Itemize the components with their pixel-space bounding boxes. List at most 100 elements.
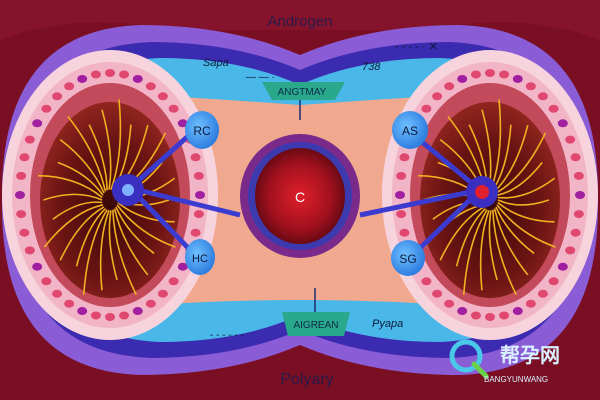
tissue-cell xyxy=(168,104,179,113)
tissue-cell xyxy=(432,289,443,298)
tissue-cell xyxy=(512,74,523,83)
tissue-cell xyxy=(444,82,455,91)
tissue-cell xyxy=(64,82,75,91)
vein xyxy=(439,206,485,261)
vein xyxy=(492,209,517,296)
tissue-cell xyxy=(19,153,30,162)
vein xyxy=(479,210,490,291)
tissue-cell xyxy=(145,82,156,91)
svg-text:HC: HC xyxy=(192,253,208,265)
svg-text:— — ·: — — · xyxy=(246,72,275,83)
tissue-cell xyxy=(525,82,536,91)
tissue-cell xyxy=(396,210,407,219)
tissue-cell xyxy=(119,311,130,320)
node-as: AS xyxy=(392,111,428,149)
tissue-cell xyxy=(548,104,559,113)
top-right-script: 738 xyxy=(362,61,381,73)
core-label: C xyxy=(295,189,305,205)
tissue-cell xyxy=(190,228,201,237)
tissue-cell xyxy=(77,74,88,83)
vein xyxy=(59,206,105,261)
node-rc: RC xyxy=(185,111,219,149)
svg-text:AS: AS xyxy=(402,124,418,138)
tissue-cell xyxy=(399,153,410,162)
center-core xyxy=(240,134,360,258)
vein xyxy=(57,161,104,196)
tissue-cell xyxy=(570,153,581,162)
tissue-cell xyxy=(24,135,35,144)
tissue-cell xyxy=(41,277,52,286)
tissue-cell xyxy=(444,299,455,308)
tissue-cell xyxy=(52,92,63,101)
tissue-cell xyxy=(52,289,63,298)
vein xyxy=(493,208,529,276)
tissue-cell xyxy=(193,210,204,219)
tissue-cell xyxy=(432,92,443,101)
tissue-cell xyxy=(485,313,495,321)
tissue-cell xyxy=(573,171,584,180)
tissue-cell xyxy=(77,307,88,316)
vein xyxy=(101,109,112,190)
tissue-cell xyxy=(399,228,410,237)
vein xyxy=(110,99,122,190)
vein xyxy=(462,209,488,295)
tissue-cell xyxy=(512,307,523,316)
tissue-cell xyxy=(193,171,204,180)
bottom-title: Polyary xyxy=(280,371,333,388)
vein xyxy=(99,210,110,291)
tissue-cell xyxy=(190,153,201,162)
tissue-cell xyxy=(19,228,30,237)
tissue-cell xyxy=(573,210,584,219)
tissue-cell xyxy=(16,171,27,180)
svg-text:- - - - - -: - - - - - - xyxy=(210,330,244,341)
vein xyxy=(113,208,149,276)
tissue-cell xyxy=(177,119,188,128)
vein xyxy=(116,204,176,248)
tissue-cell xyxy=(570,228,581,237)
tissue-cell xyxy=(565,246,576,255)
watermark: 帮孕网 BANGYUNWANG xyxy=(449,339,560,384)
watermark-text: 帮孕网 xyxy=(500,343,560,367)
top-title: Androgen xyxy=(267,13,332,30)
vein xyxy=(115,206,155,255)
watermark-subtext: BANGYUNWANG xyxy=(484,375,548,384)
tissue-cell xyxy=(470,311,481,320)
tissue-cell xyxy=(132,307,143,316)
tissue-cell xyxy=(157,92,168,101)
vein xyxy=(497,177,556,199)
left-organ xyxy=(2,50,218,340)
tissue-cell xyxy=(24,246,35,255)
tissue-cell xyxy=(195,191,205,199)
tissue-cell xyxy=(90,70,101,79)
svg-text:AIGREAN: AIGREAN xyxy=(293,320,338,331)
vein xyxy=(59,139,105,194)
tissue-cell xyxy=(396,171,407,180)
tissue-cell xyxy=(499,70,510,79)
tissue-cell xyxy=(32,119,43,128)
tissue-cell xyxy=(421,277,432,286)
top-shade xyxy=(0,0,600,40)
vein xyxy=(497,199,550,206)
node-hc: HC xyxy=(185,239,215,275)
vein xyxy=(38,174,103,199)
tissue-cell xyxy=(457,307,468,316)
tissue-cell xyxy=(41,104,52,113)
vein xyxy=(496,162,543,196)
tissue-cell xyxy=(32,262,43,271)
tissue-cell xyxy=(119,70,130,79)
tissue-cell xyxy=(457,74,468,83)
tissue-cell xyxy=(15,191,25,199)
node-sg: SG xyxy=(391,240,425,276)
vein xyxy=(496,204,556,248)
vein xyxy=(495,132,547,194)
tissue-cell xyxy=(485,69,495,77)
vein xyxy=(43,204,104,248)
top-left-script: Sapa xyxy=(203,57,229,69)
tissue-cell xyxy=(557,119,568,128)
vein xyxy=(75,207,107,267)
tissue-cell xyxy=(157,289,168,298)
vein xyxy=(495,206,535,255)
tissue-cell xyxy=(64,299,75,308)
